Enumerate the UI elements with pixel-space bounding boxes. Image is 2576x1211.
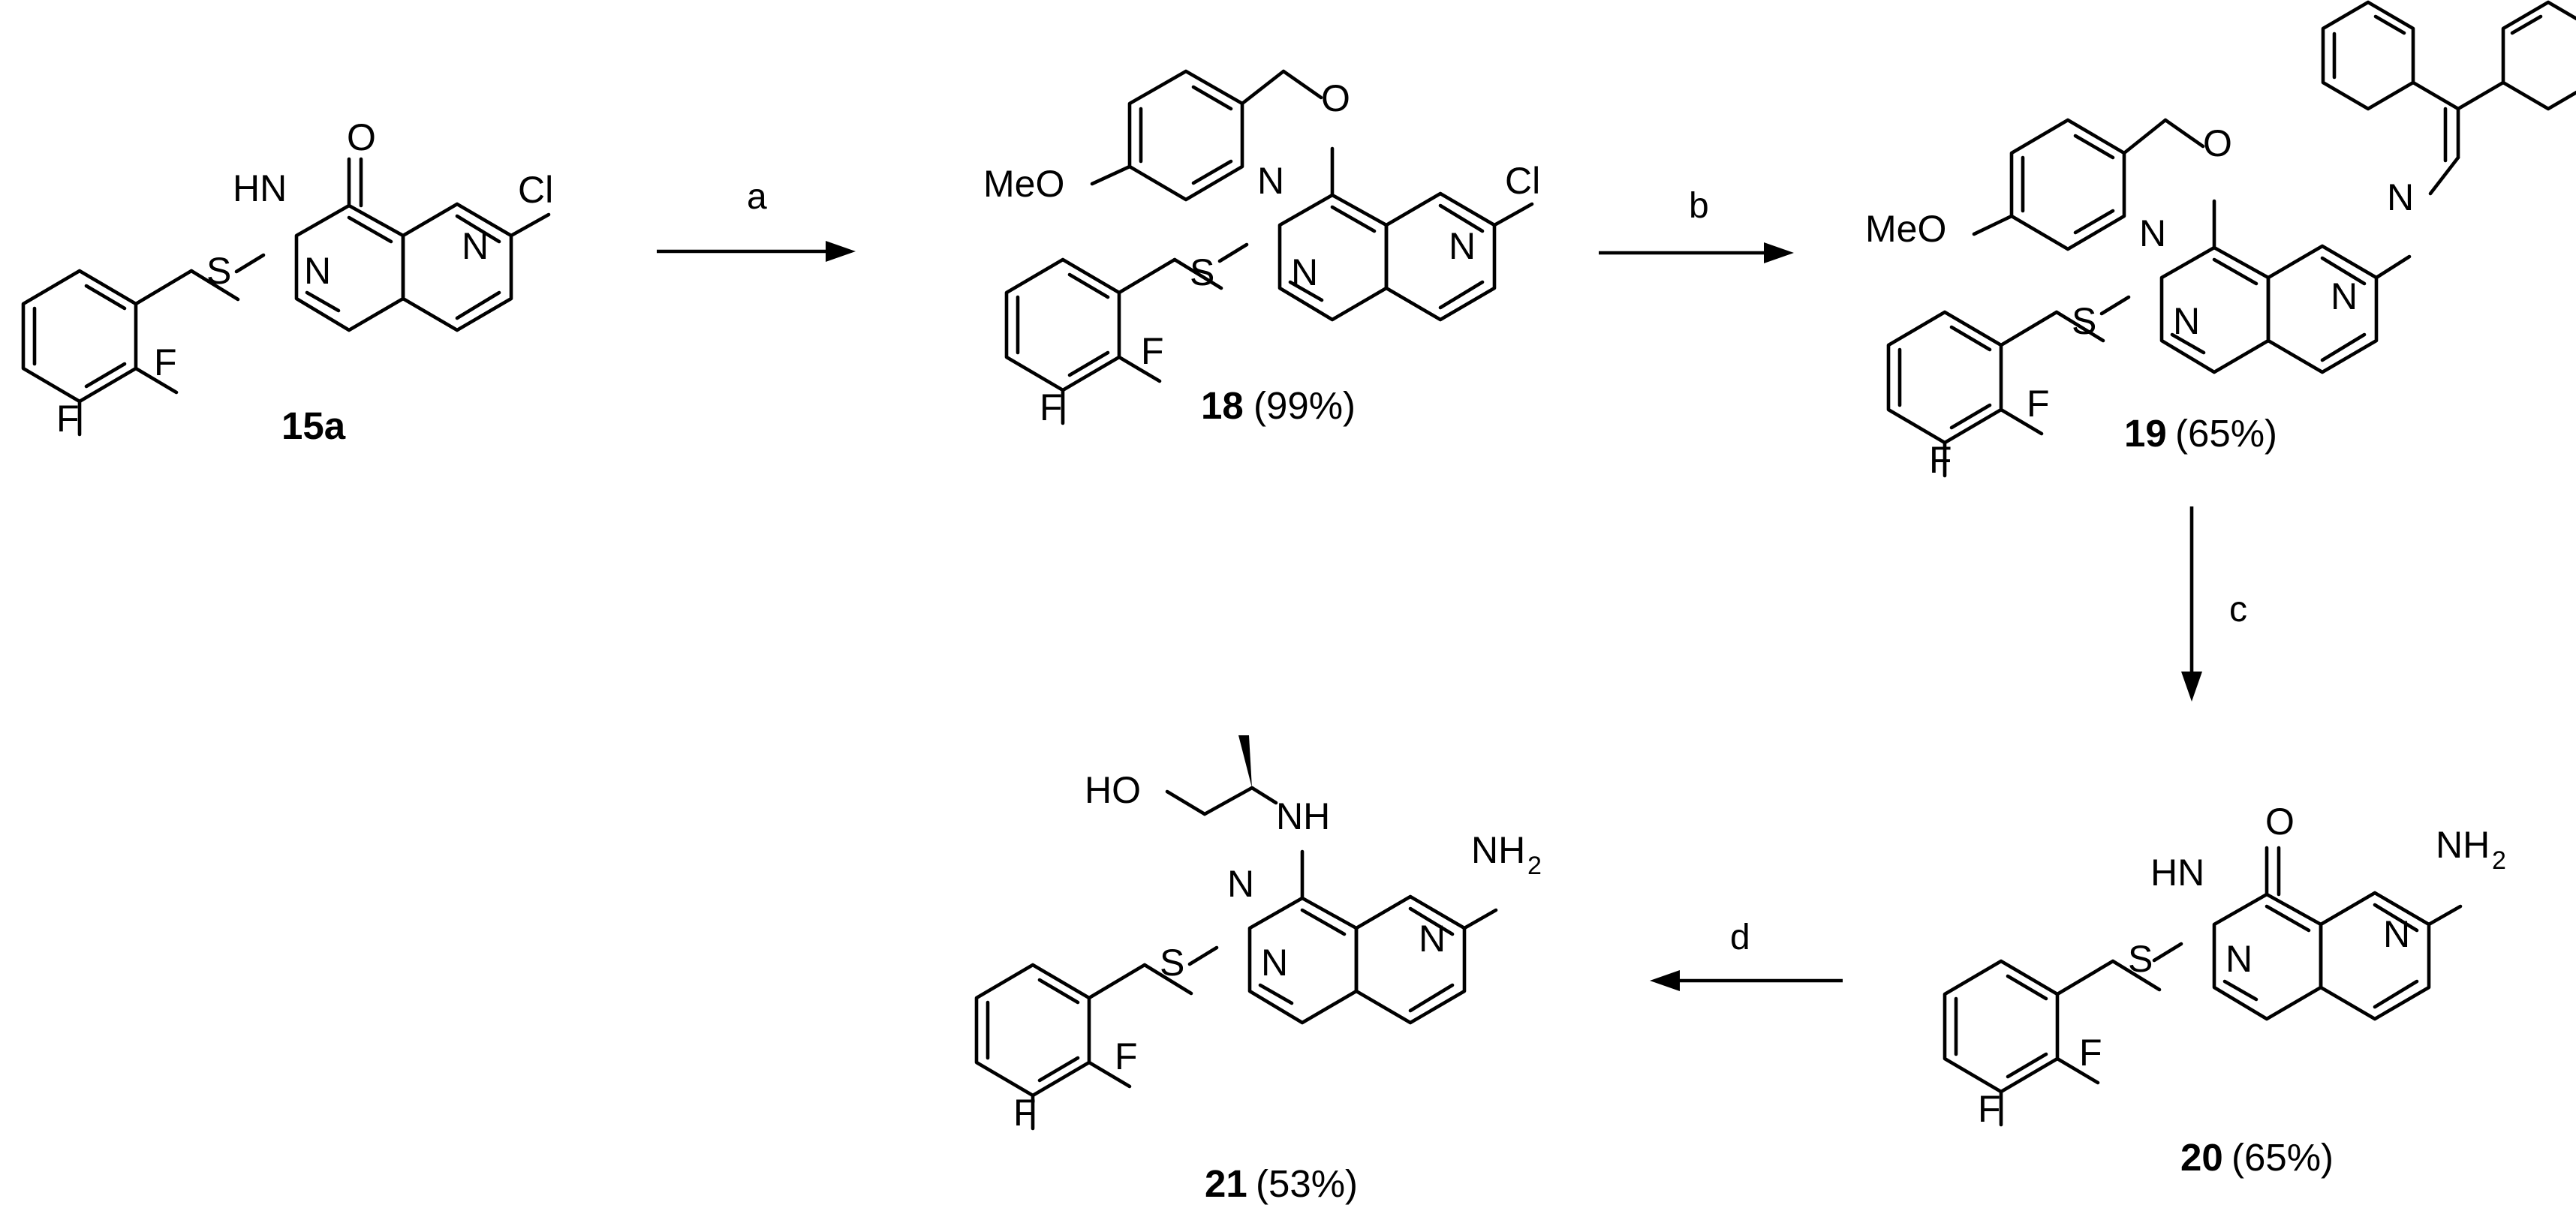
compound-15a-structure: [23, 271, 238, 434]
fluorine-2-21: F: [1115, 1035, 1138, 1077]
amide-nh-20: HN: [2150, 852, 2204, 894]
carbonyl-oxygen-20: O: [2265, 801, 2295, 843]
hydroxyl-21: HO: [1085, 769, 1141, 811]
compound-yield-20: (65%): [2231, 1136, 2334, 1179]
amino-subscript-21: 2: [1527, 852, 1542, 880]
amide-nh-15a: HN: [233, 167, 287, 209]
pyridine-n-15a: N: [462, 225, 489, 267]
pyrimidine-n-20: N: [2225, 938, 2252, 980]
pyrimidine-n1-19: N: [2173, 300, 2200, 342]
carbonyl-oxygen-15a: O: [347, 116, 376, 158]
ether-oxygen-19: O: [2203, 122, 2232, 164]
ether-oxygen-18: O: [1321, 77, 1350, 119]
amino-nh-20: NH: [2436, 824, 2490, 866]
methoxy-18: MeO: [983, 163, 1064, 205]
reagent-label-b: b: [1689, 186, 1709, 226]
reagent-label-d: d: [1730, 918, 1750, 957]
compound-19-core: [2102, 199, 2412, 372]
amino-group-20: NH 2: [2436, 824, 2506, 875]
fluorine-2-19: F: [2027, 383, 2050, 425]
pyrimidine-n3-18: N: [1257, 160, 1284, 202]
fluorine-2-18: F: [1141, 330, 1164, 372]
pyrimidine-n1-18: N: [1291, 251, 1318, 293]
compound-21-core: [1190, 849, 1498, 1023]
sulfur-15a: S: [206, 250, 231, 292]
reagent-label-a: a: [747, 177, 767, 217]
arrow-b: b: [1599, 186, 1794, 263]
sulfur-19: S: [2072, 300, 2096, 342]
fluorine-3-15a: F: [56, 398, 80, 440]
sulfur-21: S: [1160, 942, 1184, 984]
fluorine-2-15a: F: [154, 341, 177, 383]
compound-label-15a: 15a: [281, 404, 346, 447]
arrow-a: a: [657, 177, 856, 262]
pyridine-n-19: N: [2331, 275, 2358, 317]
compound-label-19: 19: [2124, 412, 2167, 455]
chlorine-15a: Cl: [518, 169, 553, 211]
amine-nh-21: NH: [1276, 795, 1330, 837]
pyrimidine-n-15a: N: [304, 250, 331, 292]
compound-yield-21: (53%): [1256, 1162, 1358, 1205]
arrow-d: d: [1650, 918, 1843, 991]
pyridine-n-18: N: [1449, 225, 1476, 267]
sulfur-18: S: [1190, 251, 1214, 293]
compound-yield-18: (99%): [1253, 384, 1356, 427]
fluorine-3-20: F: [1978, 1088, 2001, 1130]
amino-nh-21: NH: [1471, 829, 1525, 871]
pyridine-n-21: N: [1419, 918, 1446, 960]
arrow-c: c: [2181, 506, 2247, 702]
compound-18-core: [1220, 146, 1534, 320]
pyrimidine-n1-21: N: [1261, 942, 1288, 984]
compound-yield-19: (65%): [2175, 412, 2277, 455]
compound-20-core: [2154, 846, 2463, 1019]
methoxybenzyl-19: [1972, 118, 2205, 251]
compound-20-structure: [1945, 961, 2159, 1125]
amino-group-21: NH 2: [1471, 829, 1542, 880]
pyrimidine-n3-21: N: [1227, 863, 1254, 905]
fluorine-3-18: F: [1040, 386, 1063, 428]
compound-label-21: 21: [1205, 1162, 1247, 1205]
compound-15a-core: [236, 157, 551, 330]
amino-subscript-20: 2: [2492, 846, 2506, 875]
fluorine-3-21: F: [1013, 1092, 1037, 1134]
chlorine-18: Cl: [1505, 160, 1540, 202]
pyrimidine-n3-19: N: [2139, 212, 2166, 254]
compound-label-18: 18: [1201, 384, 1244, 427]
compound-label-20: 20: [2180, 1136, 2223, 1179]
imine-n-19: N: [2387, 176, 2414, 218]
methoxy-19: MeO: [1865, 208, 1946, 250]
methoxybenzyl-18: [1090, 69, 1323, 202]
compound-21-structure: [977, 965, 1191, 1128]
fluorine-3-19: F: [1929, 439, 1952, 481]
fluorine-2-20: F: [2079, 1032, 2102, 1074]
reagent-label-c: c: [2229, 590, 2247, 630]
pyridine-n-20: N: [2383, 913, 2410, 955]
sulfur-20: S: [2128, 938, 2153, 980]
diphenylmethylene-imine-19: [2321, 0, 2576, 196]
hydroxypropylamino-21: [1165, 735, 1278, 816]
